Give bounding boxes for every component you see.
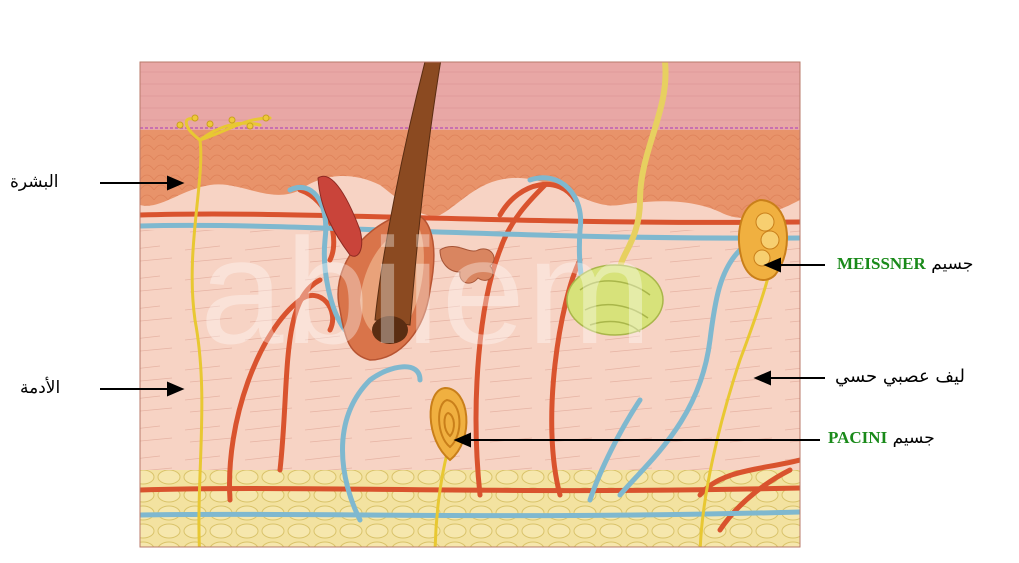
label-meissner-prefix: جسيم xyxy=(931,254,973,274)
label-meissner-name: MEISSNER xyxy=(837,254,926,273)
label-epidermis: البشرة xyxy=(10,172,59,192)
label-pacini: جسيم PACINI xyxy=(828,428,935,448)
label-pacini-name: PACINI xyxy=(828,428,887,447)
label-meissner: جسيم MEISSNER xyxy=(837,254,973,274)
label-sensory-fiber: ليف عصبي حسي xyxy=(835,366,965,387)
sweat-gland xyxy=(567,265,663,335)
label-pacini-prefix: جسيم xyxy=(893,428,935,448)
label-dermis: الأدمة xyxy=(20,378,60,398)
